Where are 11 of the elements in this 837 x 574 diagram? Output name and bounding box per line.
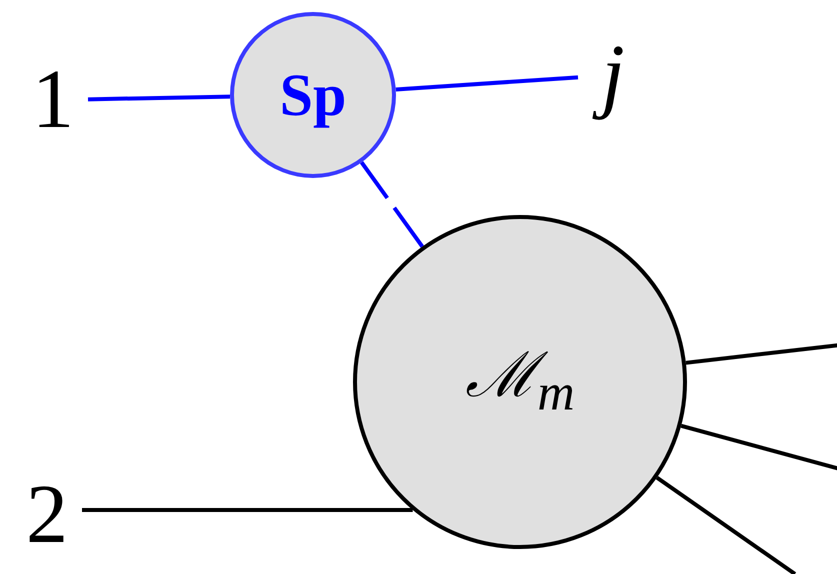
leg-label: 1	[18, 55, 88, 145]
line	[82, 508, 413, 512]
line	[680, 424, 837, 471]
line	[88, 94, 230, 102]
line	[360, 161, 424, 248]
leg-label: 2	[12, 470, 82, 560]
node-label: ℳ$_{m}$	[465, 344, 575, 420]
leg-label: j	[578, 25, 648, 125]
line	[656, 476, 796, 574]
line	[396, 75, 578, 92]
line	[686, 343, 837, 365]
